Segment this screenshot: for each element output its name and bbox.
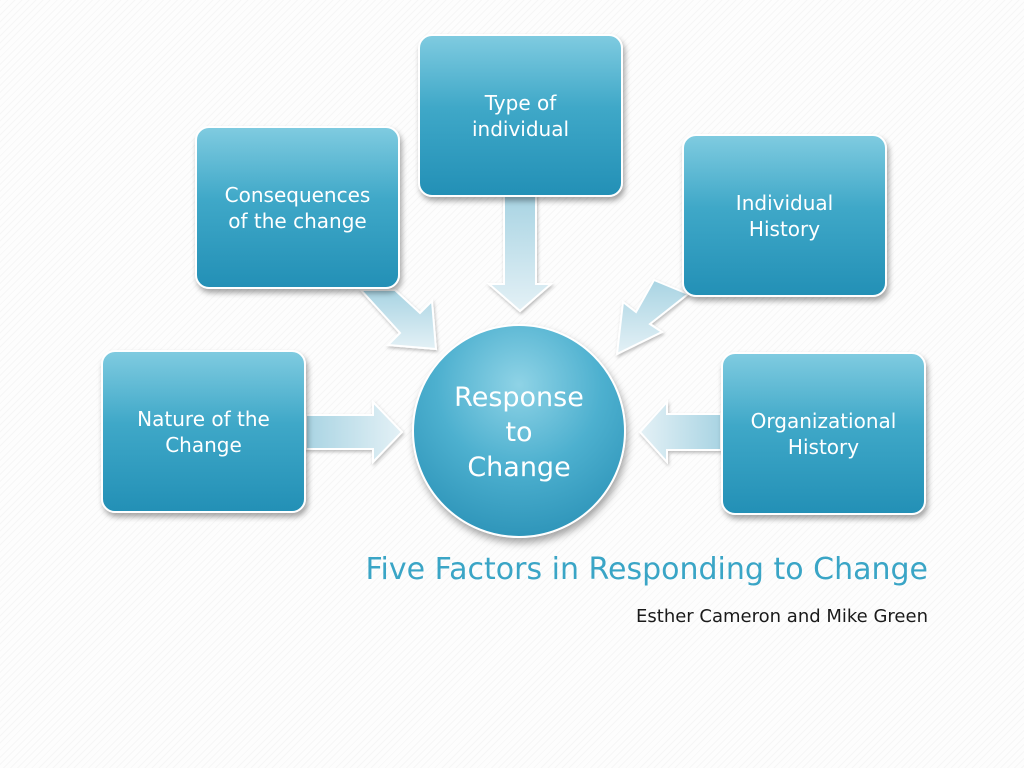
factor-label-line: of the change — [228, 209, 367, 233]
center-label-line: Change — [467, 452, 571, 483]
factor-label-line: History — [748, 217, 821, 241]
center-label-line: to — [505, 417, 533, 448]
slide-title: Five Factors in Responding to Change — [365, 552, 928, 587]
arrow-right — [305, 399, 404, 465]
factor-label-line: individual — [471, 117, 570, 141]
factor-label-line: Organizational — [750, 409, 897, 433]
factor-label-line: Consequences — [224, 183, 371, 207]
factor-label-line: History — [787, 435, 860, 459]
factor-label-line: Nature of the — [137, 407, 270, 431]
factor-label-line: Type of — [484, 91, 557, 115]
arrow-diagonal-left — [358, 289, 438, 351]
factor-individual-history: Individual History — [682, 134, 887, 297]
slide-subtitle: Esther Cameron and Mike Green — [636, 606, 928, 627]
center-response-to-change: Response to Change — [412, 324, 626, 538]
factor-type-of-individual: Type of individual — [418, 34, 623, 197]
factor-nature-of-change: Nature of the Change — [101, 350, 306, 513]
arrow-down — [486, 195, 554, 313]
arrow-diagonal-right — [615, 278, 690, 356]
factor-consequences: Consequences of the change — [195, 126, 400, 289]
arrow-left — [638, 399, 722, 465]
factor-label-line: Change — [165, 433, 242, 457]
center-label-line: Response — [454, 382, 584, 413]
factor-organizational-history: Organizational History — [721, 352, 926, 515]
factor-label-line: Individual — [735, 191, 834, 215]
